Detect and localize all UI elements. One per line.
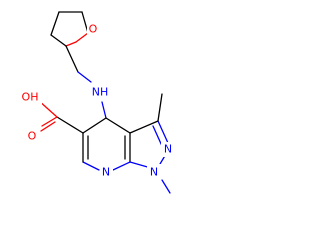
bond-thf-3 bbox=[75, 32, 89, 43]
bond-thf-ch2 bbox=[65, 45, 79, 73]
bond-ch2-nh bbox=[77, 71, 92, 83]
bond-c4-c3a bbox=[105, 117, 131, 134]
bond-c3a-c3 bbox=[129, 120, 159, 134]
bond-nh-c4 bbox=[101, 101, 107, 119]
bond-thf-5 bbox=[50, 34, 67, 47]
bond-thf-4 bbox=[65, 41, 77, 47]
bond-c7a-npyr bbox=[112, 161, 131, 171]
bond-thf-6 bbox=[50, 11, 60, 36]
bond-cooh-o1 bbox=[41, 116, 58, 127]
molecule-structure: O NH OH O N N N bbox=[21, 11, 175, 194]
pyrazole-n1-label: N bbox=[150, 166, 158, 179]
hydroxyl-label: OH bbox=[22, 91, 39, 104]
amine-label: NH bbox=[92, 86, 109, 99]
bond-c5-cooh bbox=[56, 116, 84, 134]
bond-c3-n2-double bbox=[152, 125, 163, 147]
pyrazole-n2-label: N bbox=[164, 143, 172, 156]
bond-npyr-c6 bbox=[82, 161, 100, 171]
bond-layer bbox=[37, 11, 171, 194]
bond-c3-methyl bbox=[157, 93, 163, 122]
bond-n1-methyl bbox=[161, 179, 171, 194]
bond-c5-c4 bbox=[82, 117, 107, 134]
label-layer: O NH OH O N N N bbox=[22, 22, 175, 180]
bond-c3-n2 bbox=[157, 120, 169, 144]
carbonyl-oxygen-label: O bbox=[28, 130, 37, 143]
bond-cooh-o2 bbox=[40, 121, 56, 132]
pyridine-nitrogen-label: N bbox=[102, 166, 110, 179]
ring-oxygen-label: O bbox=[89, 23, 98, 36]
